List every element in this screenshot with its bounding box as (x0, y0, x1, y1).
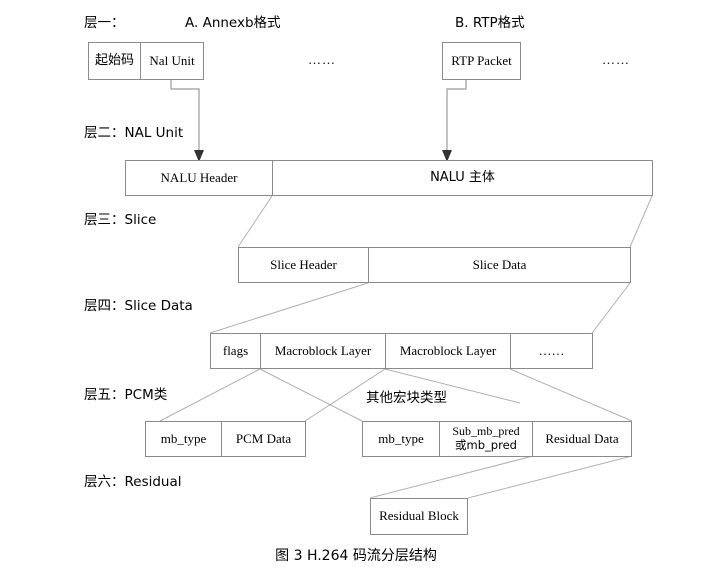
ellipsis-annexb: …… (308, 52, 336, 67)
box-macroblock-ellipsis: …… (510, 333, 593, 369)
box-macroblock-layer-1[interactable]: Macroblock Layer (260, 333, 386, 369)
box-nalu-body[interactable]: NALU 主体 (272, 160, 653, 196)
box-macroblock-layer-2[interactable]: Macroblock Layer (385, 333, 511, 369)
box-nalu-header[interactable]: NALU Header (125, 160, 273, 196)
box-slice-data[interactable]: Slice Data (368, 247, 631, 283)
box-slice-header[interactable]: Slice Header (238, 247, 369, 283)
heading-other-mb-types: 其他宏块类型 (366, 390, 447, 406)
layer-label-6: 层六：Residual (84, 474, 182, 490)
box-sub-mb-pred[interactable]: Sub_mb_pred 或mb_pred (439, 421, 533, 457)
box-rtp-packet[interactable]: RTP Packet (442, 42, 521, 80)
layer-label-5: 层五：PCM类 (84, 387, 168, 403)
box-flags[interactable]: flags (210, 333, 261, 369)
heading-rtp: B. RTP格式 (455, 15, 525, 31)
layer-label-4: 层四：Slice Data (84, 298, 193, 314)
box-start-code[interactable]: 起始码 (88, 42, 141, 80)
box-pcm-data[interactable]: PCM Data (221, 421, 306, 457)
sub-mb-pred-line1: Sub_mb_pred (452, 424, 520, 439)
ellipsis-rtp: …… (602, 52, 630, 67)
sub-mb-pred-line2: 或mb_pred (455, 438, 517, 453)
layer-label-2: 层二：NAL Unit (84, 125, 184, 141)
box-mb-type-pcm[interactable]: mb_type (145, 421, 222, 457)
box-residual-block[interactable]: Residual Block (370, 498, 468, 535)
box-nal-unit[interactable]: Nal Unit (140, 42, 204, 80)
heading-annexb: A. Annexb格式 (185, 15, 281, 31)
figure-caption: 图 3 H.264 码流分层结构 (275, 548, 437, 564)
box-mb-type-other[interactable]: mb_type (362, 421, 440, 457)
layer-label-1: 层一： (84, 15, 125, 31)
box-residual-data[interactable]: Residual Data (532, 421, 632, 457)
layer-label-3: 层三：Slice (84, 212, 157, 228)
